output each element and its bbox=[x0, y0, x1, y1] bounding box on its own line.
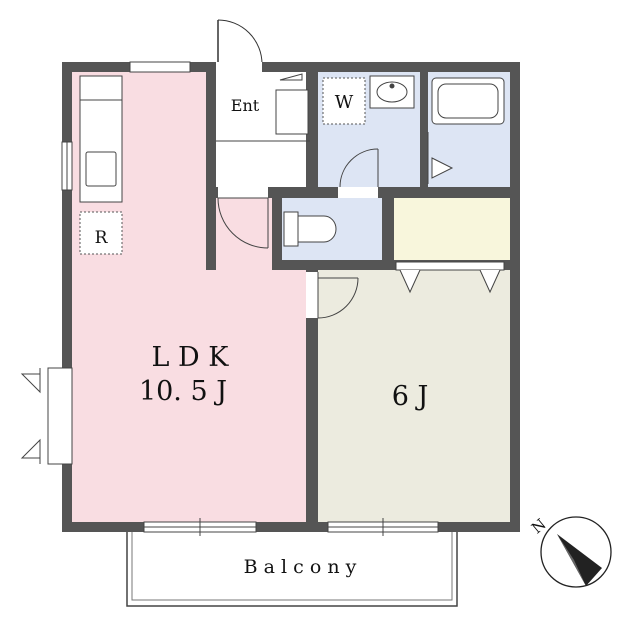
windows bbox=[61, 61, 439, 536]
room-closet bbox=[394, 198, 510, 260]
bathtub bbox=[427, 77, 505, 184]
refrigerator-space bbox=[79, 211, 123, 255]
interior-doors bbox=[217, 148, 379, 319]
ldk-size-label: 10. 5 J bbox=[139, 376, 227, 407]
compass-icon: N bbox=[528, 515, 612, 588]
balcony-label: B a l c o n y bbox=[244, 556, 357, 578]
side-window-doors bbox=[20, 367, 73, 465]
washer-space bbox=[322, 77, 366, 125]
entrance-door bbox=[217, 19, 263, 65]
room-bedroom bbox=[318, 270, 510, 522]
wall-openings bbox=[40, 62, 438, 532]
bedroom-size-label: 6 J bbox=[392, 381, 429, 412]
kitchen-counter bbox=[79, 75, 123, 203]
washer-label: W bbox=[335, 92, 354, 113]
entrance-fixtures bbox=[216, 73, 310, 142]
wash-basin bbox=[369, 75, 415, 109]
toilet bbox=[283, 211, 337, 247]
balcony bbox=[126, 529, 458, 607]
refrigerator-label: R bbox=[95, 228, 109, 248]
ldk-name-label: L D K bbox=[152, 342, 230, 373]
entrance-label: Ent bbox=[231, 96, 260, 115]
closet-doors bbox=[395, 261, 505, 294]
